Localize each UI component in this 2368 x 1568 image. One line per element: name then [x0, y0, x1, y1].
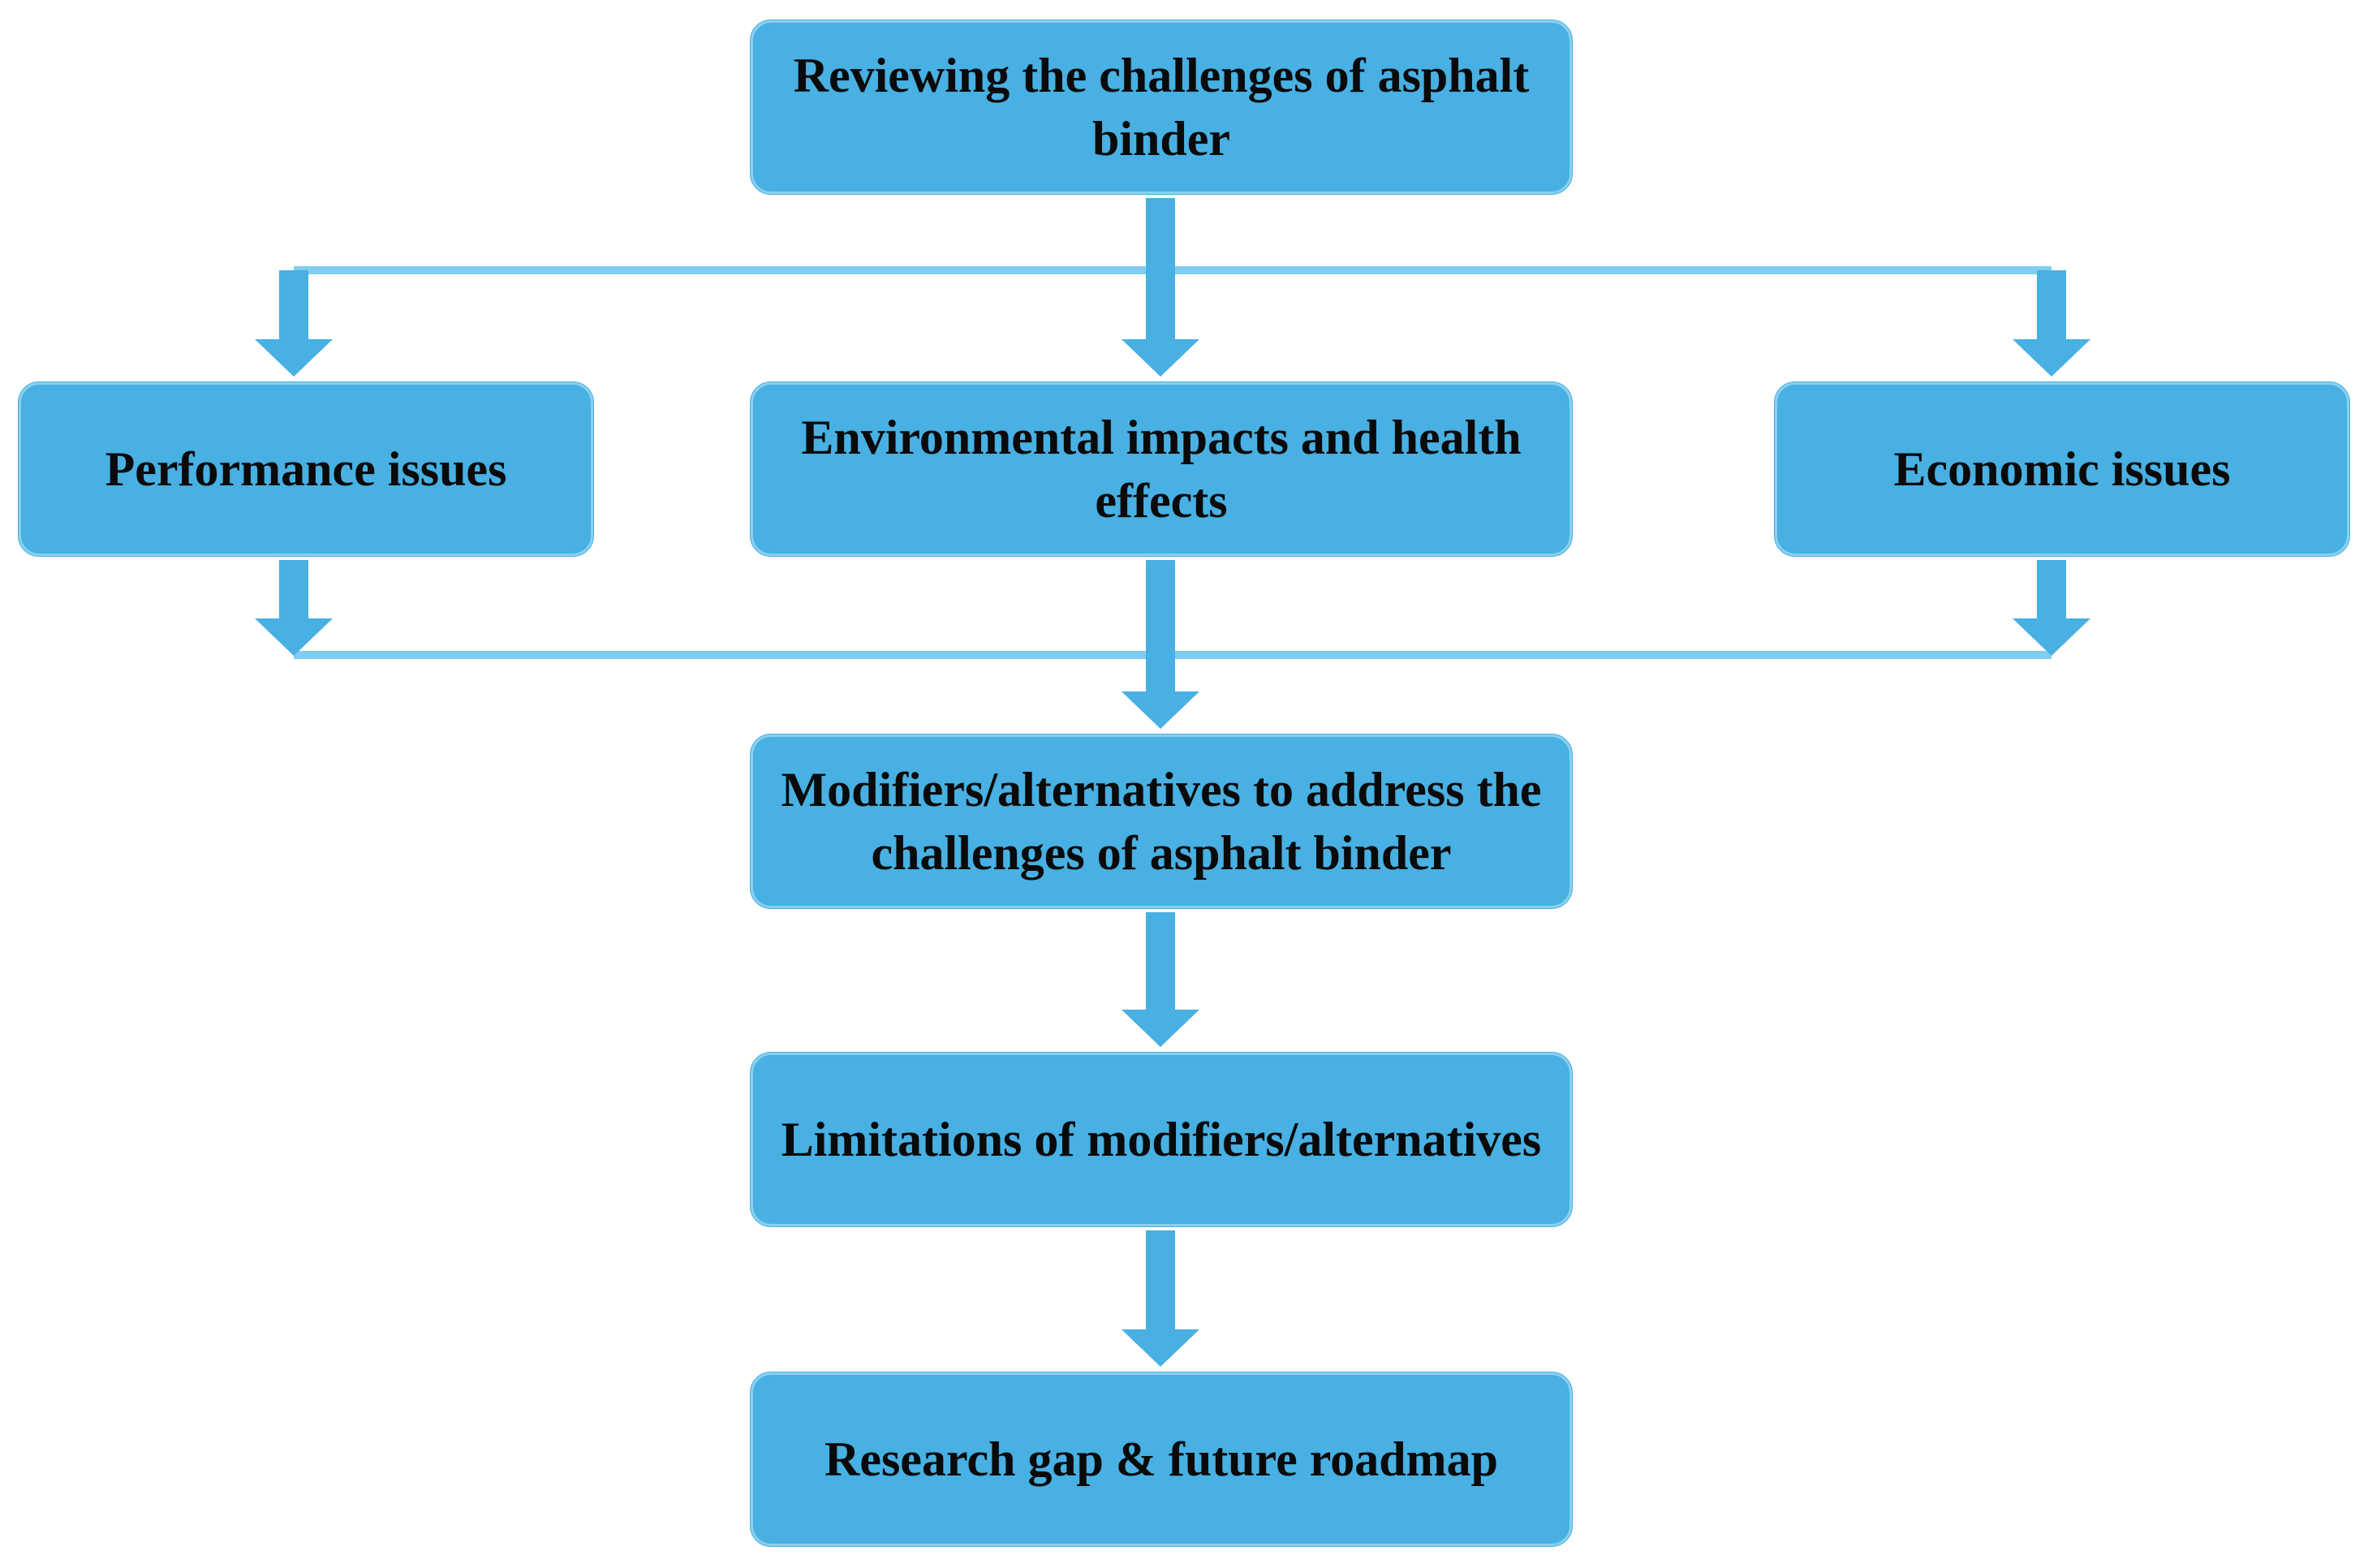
arrow-modifiers-to-limitations: [1122, 912, 1199, 1047]
node-economic-issues: Economic issues: [1771, 378, 2353, 560]
arrow-environmental-to-modifiers: [1122, 560, 1199, 729]
node-label: Modifiers/alternatives to address the ch…: [781, 763, 1542, 880]
arrow-economic-to-merge: [2013, 560, 2090, 656]
node-environmental-impacts: Environmental impacts and health effects: [747, 378, 1576, 560]
node-label: Environmental impacts and health effects: [801, 411, 1522, 528]
node-label: Reviewing the challenges of asphalt bind…: [793, 49, 1530, 166]
node-reviewing-challenges: Reviewing the challenges of asphalt bind…: [747, 16, 1576, 198]
node-modifiers-alternatives: Modifiers/alternatives to address the ch…: [747, 730, 1576, 912]
node-performance-issues: Performance issues: [15, 378, 597, 560]
node-research-gap: Research gap & future roadmap: [747, 1368, 1576, 1550]
arrow-review-to-environmental: [1122, 198, 1199, 377]
arrow-performance-to-merge: [255, 560, 333, 656]
node-label: Research gap & future roadmap: [824, 1432, 1498, 1486]
arrow-limitations-to-research-gap: [1122, 1230, 1199, 1367]
arrow-split-to-economic: [2013, 270, 2090, 377]
node-limitations: Limitations of modifiers/alternatives: [747, 1049, 1576, 1230]
node-label: Economic issues: [1893, 442, 2231, 496]
arrow-split-to-performance: [255, 270, 333, 377]
node-label: Performance issues: [105, 442, 507, 496]
node-label: Limitations of modifiers/alternatives: [781, 1113, 1542, 1166]
